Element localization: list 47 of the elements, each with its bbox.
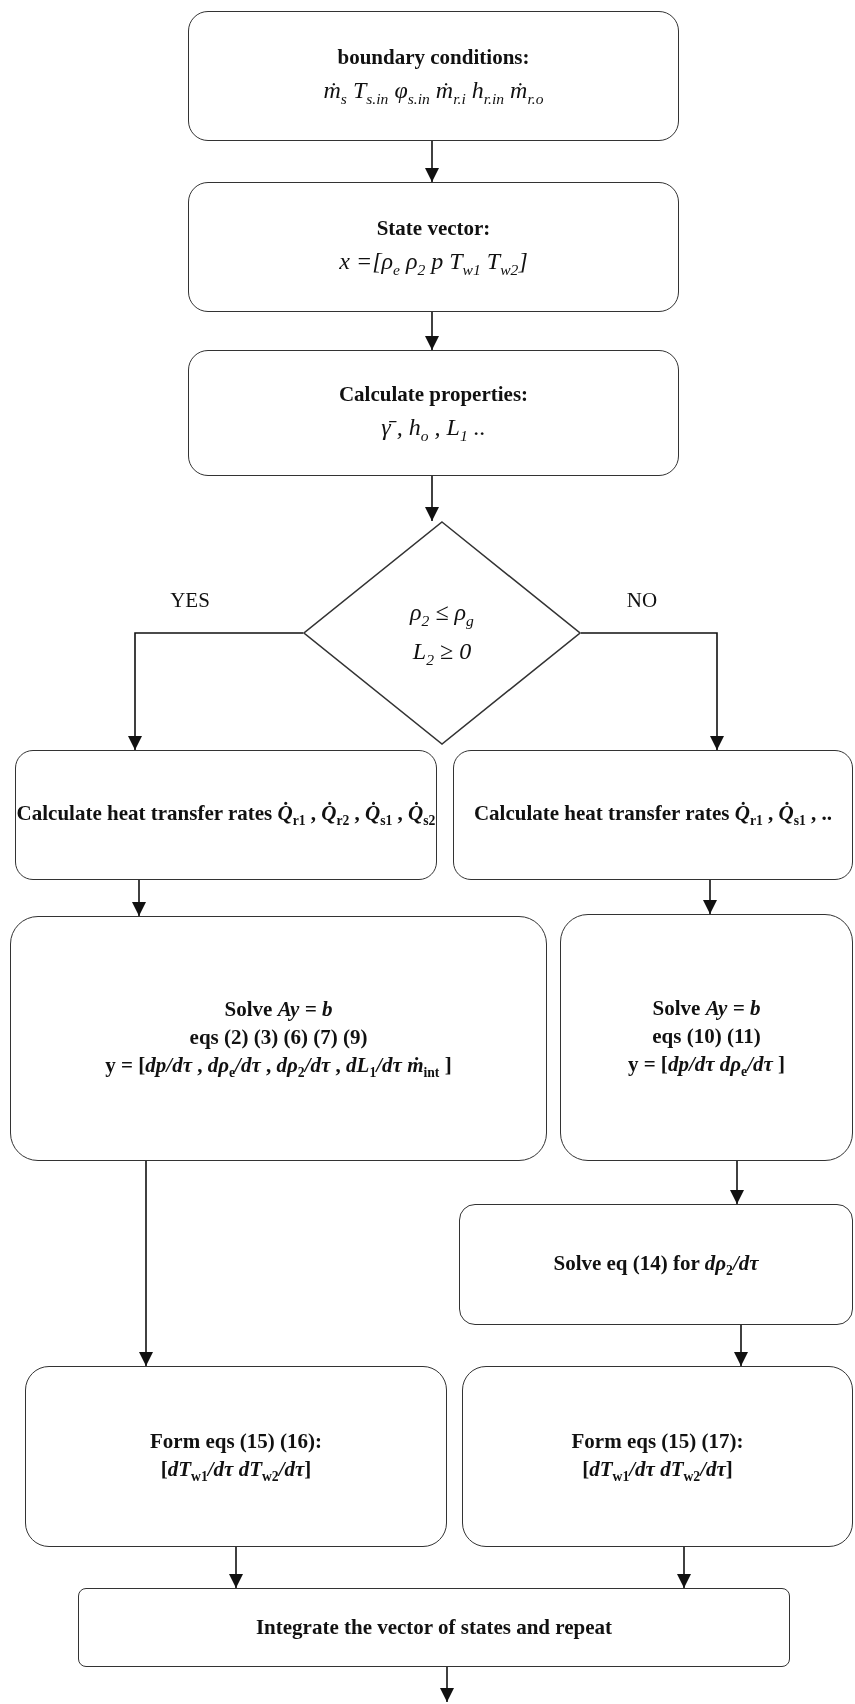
box-text: eqs (2) (3) (6) (7) (9) — [189, 1023, 368, 1051]
box-text: y = [dp/dτ , dρ$_{e}$/dτ , dρ$_{2}$/dτ , dL$_{1}$/dτ ṁ$_{int}$ ] — [105, 1052, 452, 1083]
box-text: [dT$_{w1}$/dτ dT$_{w2}$/dτ] — [160, 1456, 312, 1487]
arrow — [132, 879, 146, 917]
box-text: Form eqs (15) (16): — [150, 1427, 322, 1455]
process-box — [78, 1588, 790, 1667]
box-text: Calculate heat transfer rates Q̇$_{r1}$ , Q̇$_{s1}$ , .. — [473, 800, 833, 831]
arrow — [128, 632, 304, 751]
box-text: [dT$_{w1}$/dτ dT$_{w2}$/dτ] — [582, 1456, 733, 1487]
box-text: boundary conditions: — [337, 43, 530, 71]
process-box — [462, 1366, 853, 1547]
arrow — [734, 1324, 748, 1367]
process-box — [188, 350, 679, 476]
arrow — [677, 1546, 691, 1589]
box-text: y = [dp/dτ dρ$_{e}$/dτ ] — [627, 1051, 786, 1082]
formula-text: γ̄ , h$_{o}$ , L$_{1}$ .. — [381, 413, 486, 446]
formula-text: ṁ$_{s}$ T$_{s.in}$ φ$_{s.in}$ ṁ$_{r.i}$ h$_{r.in}$ ṁ$_{r.o}$ — [323, 76, 544, 109]
formula-text: L$_{2}$ ≥ 0 — [412, 636, 472, 670]
box-text: Solve eq (14) for dρ$_{2}$/dτ — [553, 1249, 759, 1281]
process-box — [10, 916, 547, 1161]
formula-text: ρ$_{2}$ ≤ ρ$_{g}$ — [410, 598, 474, 631]
arrow — [703, 879, 717, 915]
box-text: Solve Ay = b — [652, 994, 761, 1022]
process-box — [560, 914, 853, 1161]
box-text: Calculate heat transfer rates Q̇$_{r1}$ , Q̇$_{r2}$ , Q̇$_{s1}$ , Q̇$_{s2}$ — [16, 800, 436, 831]
arrow — [440, 1666, 454, 1703]
process-box — [25, 1366, 447, 1547]
process-box — [188, 182, 679, 312]
process-box — [188, 11, 679, 141]
arrow — [139, 1160, 153, 1367]
box-text: Calculate properties: — [338, 380, 529, 408]
arrow — [580, 632, 724, 751]
formula-text: x =[ρ$_{e}$ ρ$_{2}$ p T$_{w1}$ T$_{w2}$] — [339, 247, 528, 280]
process-box — [15, 750, 437, 880]
box-text: Form eqs (15) (17): — [571, 1427, 744, 1455]
arrow — [425, 475, 439, 522]
box-text: Integrate the vector of states and repeat — [255, 1614, 613, 1642]
arrow — [229, 1546, 243, 1589]
box-text: State vector: — [376, 214, 491, 242]
box-text: Solve Ay = b — [224, 995, 333, 1023]
box-text: eqs (10) (11) — [652, 1022, 761, 1050]
arrow — [425, 311, 439, 351]
process-box — [453, 750, 853, 880]
arrow — [425, 140, 439, 183]
arrow — [730, 1160, 744, 1205]
decision-diamond — [303, 521, 581, 745]
process-box — [459, 1204, 853, 1325]
